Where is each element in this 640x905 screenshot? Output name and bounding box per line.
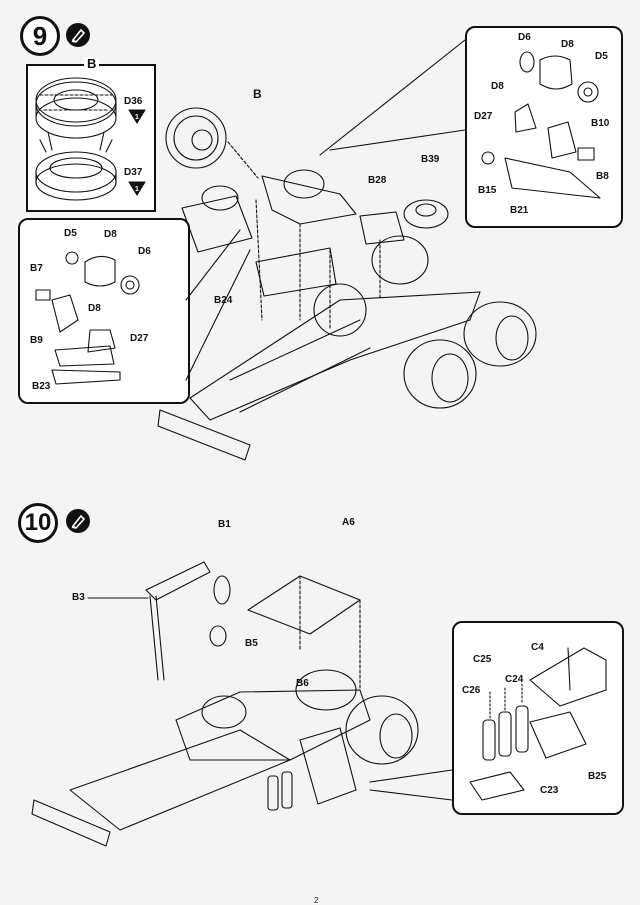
part-label-d6: D6 bbox=[518, 32, 531, 43]
step10-callout-parts bbox=[469, 647, 607, 801]
part-label-b3: B3 bbox=[72, 592, 85, 603]
part-label-d8-second: D8 bbox=[88, 303, 101, 314]
part-label-c4: C4 bbox=[531, 642, 544, 653]
part-label-b9: B9 bbox=[30, 335, 43, 346]
step10-callout-pointer bbox=[369, 769, 453, 801]
part-label-b7: B7 bbox=[30, 263, 43, 274]
right-callout-parts bbox=[481, 51, 601, 199]
step-9-number: 9 bbox=[20, 16, 60, 56]
part-label-d8: D8 bbox=[104, 229, 117, 240]
part-label-d5: D5 bbox=[64, 228, 77, 239]
right-callout-pointer bbox=[319, 39, 466, 156]
part-label-b8: B8 bbox=[596, 171, 609, 182]
tire-callout-title: B bbox=[84, 57, 100, 70]
part-label-d27: D27 bbox=[130, 333, 149, 344]
part-label-b10: B10 bbox=[591, 118, 610, 129]
part-label-b21: B21 bbox=[510, 205, 529, 216]
part-label-c23: C23 bbox=[540, 785, 559, 796]
part-label-d8-second: D8 bbox=[491, 81, 504, 92]
part-label-d27: D27 bbox=[474, 111, 493, 122]
part-label-b24: B24 bbox=[214, 295, 233, 306]
part-label-d8: D8 bbox=[561, 39, 574, 50]
tire-tyre-drawing bbox=[35, 77, 117, 201]
part-label-b25: B25 bbox=[588, 771, 607, 782]
part-label-d6: D6 bbox=[138, 246, 151, 257]
count-marker-d36: 1 bbox=[128, 109, 146, 124]
part-label-b39: B39 bbox=[421, 154, 440, 165]
count-marker-d37: 1 bbox=[128, 181, 146, 196]
cement-icon bbox=[66, 509, 90, 533]
part-label-b28: B28 bbox=[368, 175, 387, 186]
step10-callout-box bbox=[452, 621, 624, 815]
part-label-c26: C26 bbox=[462, 685, 481, 696]
part-label-b6: B6 bbox=[296, 678, 309, 689]
part-label-b-tire: B bbox=[253, 87, 262, 101]
part-label-d36: D36 bbox=[124, 96, 143, 107]
part-label-c24: C24 bbox=[505, 674, 524, 685]
part-label-d37: D37 bbox=[124, 167, 143, 178]
part-label-b15: B15 bbox=[478, 185, 497, 196]
right-detail-callout-box bbox=[465, 26, 623, 228]
left-callout-parts bbox=[35, 251, 140, 385]
svg-text:1: 1 bbox=[135, 186, 139, 193]
left-callout-pointer bbox=[185, 229, 251, 381]
step9-chassis-drawing bbox=[157, 107, 537, 461]
part-label-a6: A6 bbox=[342, 517, 355, 528]
left-detail-callout-box bbox=[18, 218, 190, 404]
part-label-b5: B5 bbox=[245, 638, 258, 649]
part-label-b23: B23 bbox=[32, 381, 51, 392]
step10-chassis-drawing bbox=[31, 561, 419, 847]
svg-text:1: 1 bbox=[135, 114, 139, 121]
part-label-b1: B1 bbox=[218, 519, 231, 530]
part-label-c25: C25 bbox=[473, 654, 492, 665]
part-label-d5: D5 bbox=[595, 51, 608, 62]
cement-icon bbox=[66, 23, 90, 47]
step-10-number: 10 bbox=[18, 503, 58, 543]
page-number: 2 bbox=[314, 896, 319, 905]
